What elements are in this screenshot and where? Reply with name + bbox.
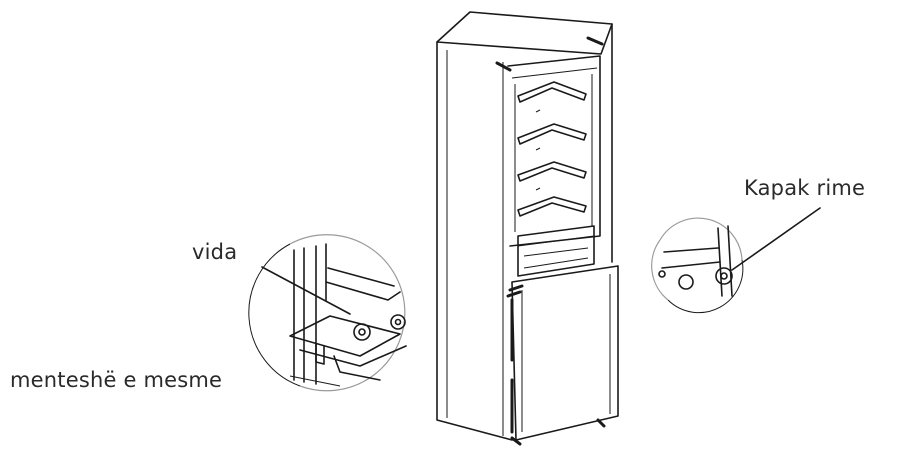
- fridge-illustration: [436, 11, 619, 446]
- label-hinge-cap: Kapak rime: [744, 176, 866, 200]
- leader-line-screw: [261, 266, 351, 315]
- zoom-middle-hinge: [248, 234, 407, 392]
- label-middle-hinge: menteshë e mesme: [10, 368, 223, 392]
- zoom-hinge-cap: [651, 217, 744, 314]
- label-screw: vida: [192, 240, 238, 264]
- leader-line-cap: [731, 207, 821, 271]
- hinge-cap-icon: [715, 267, 733, 285]
- screw-icon: [353, 323, 371, 341]
